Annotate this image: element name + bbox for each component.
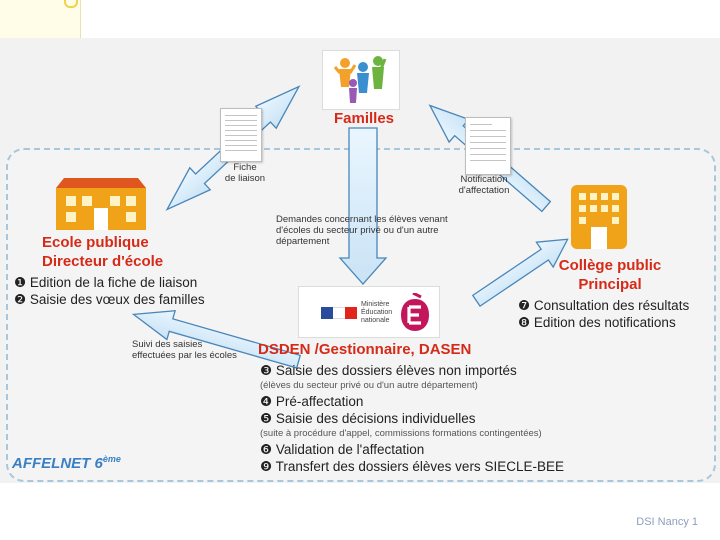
ecole-step: ❷ Saisie des vœux des familles [14,292,205,307]
note-line: Demandes concernant les élèves venant [276,214,448,225]
caption-line: de liaison [224,173,266,184]
college-building-icon [571,185,627,249]
college-step: ❽ Edition des notifications [518,315,676,330]
logo-line: nationale [361,317,390,324]
demandes-note: Demandes concernant les élèves venant d'… [276,214,448,247]
ecole-title: Ecole publique Directeur d'école [42,233,163,271]
ecole-step: ❶ Edition de la fiche de liaison [14,275,198,290]
note-line: effectuées par les écoles [132,350,237,361]
college-title-line: Collège public [558,257,662,274]
college-title: Collège public Principal [552,256,668,294]
dsden-step: ❹ Pré-affectation [260,394,364,409]
dsden-title: DSDEN /Gestionnaire, DASEN [258,341,472,358]
dsden-step: ❺ Saisie des décisions individuelles [260,411,476,426]
familles-label: Familles [334,110,395,127]
note-line: d'écoles du secteur privé ou d'un autre [276,225,439,236]
marianne-flag-icon [321,307,357,319]
dsden-step-note: (élèves du secteur privé ou d'un autre d… [260,380,478,391]
ecole-title-line: Directeur d'école [42,253,164,270]
dsden-step: ❸ Saisie des dossiers élèves non importé… [260,363,517,378]
ecole-title-line: Ecole publique [42,234,149,251]
note-line: Suivi des saisies [132,339,203,350]
affelnet-num: 6 [94,455,103,472]
affelnet-prefix: AFFELNET [12,455,95,472]
caption-line: Notification [460,174,508,185]
suivi-note: Suivi des saisies effectuées par les éco… [132,339,237,361]
ministere-logo-text: Ministère Éducation nationale [361,301,392,325]
college-title-line: Principal [578,276,642,293]
notification-caption: Notification d'affectation [452,174,516,196]
education-e-logo-icon [399,291,431,333]
affelnet-label: AFFELNET 6ème [12,454,121,472]
ecole-steps: ❶ Edition de la fiche de liaison ❷ Saisi… [14,274,205,308]
fiche-liaison-caption: Fiche de liaison [220,162,270,184]
note-line: département [276,236,330,247]
ministere-logo: Ministère Éducation nationale [298,286,440,338]
dsden-step-note: (suite à procédure d'appel, commissions … [260,428,542,439]
dsden-steps: ❸ Saisie des dossiers élèves non importé… [260,362,564,475]
affelnet-sup: ème [102,454,121,464]
corner-decoration [0,0,81,38]
arrow-dsden-ecole [129,300,302,376]
logo-line: Ministère [361,301,390,308]
college-steps: ❼ Consultation des résultats ❽ Edition d… [518,297,689,331]
dsden-step: ❻ Validation de l'affectation [260,442,425,457]
caption-line: d'affectation [458,185,510,196]
ecole-school-icon [52,178,150,230]
arrow-dsden-college [468,227,576,313]
college-step: ❼ Consultation des résultats [518,298,690,313]
arrow-familles-dsden [338,127,388,285]
fiche-liaison-document-icon [220,108,262,162]
footer-slide-label: DSI Nancy 1 [636,516,698,528]
logo-line: Éducation [361,309,393,316]
familles-icon [322,50,400,110]
notification-document-icon [465,117,511,175]
dsden-step: ❾ Transfert des dossiers élèves vers SIE… [260,459,564,474]
caption-line: Fiche [233,162,257,173]
